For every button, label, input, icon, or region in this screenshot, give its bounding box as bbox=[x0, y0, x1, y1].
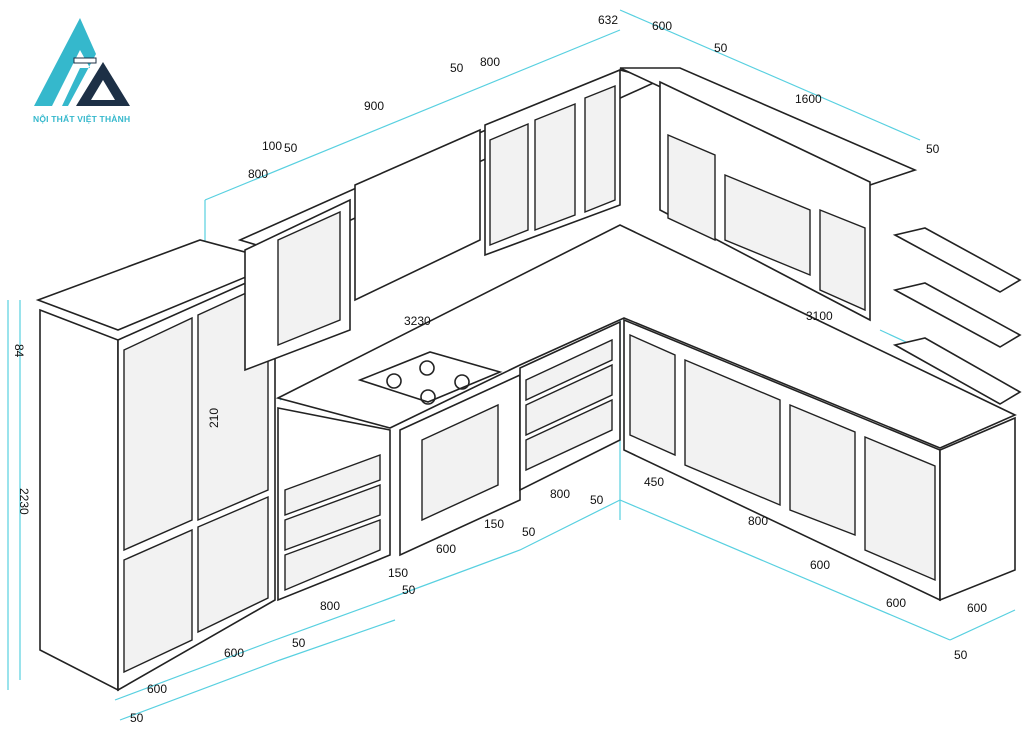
dim-label: 450 bbox=[644, 475, 664, 489]
dim-label: 50 bbox=[284, 141, 298, 155]
dim-label: 600 bbox=[436, 542, 456, 556]
dim-label: 50 bbox=[954, 648, 968, 662]
wall-cabinets-left bbox=[237, 68, 663, 372]
dim-label: 800 bbox=[480, 55, 500, 69]
dim-label: 600 bbox=[147, 682, 167, 696]
dim-label: 50 bbox=[926, 142, 940, 156]
dim-label: 84 bbox=[12, 344, 26, 358]
logo-mark bbox=[34, 18, 130, 106]
dim-label: 50 bbox=[590, 493, 604, 507]
cooktop bbox=[357, 351, 503, 403]
dim-label: 800 bbox=[320, 599, 340, 613]
dim-label: 800 bbox=[248, 167, 268, 181]
wall-shelves bbox=[892, 227, 1022, 405]
dim-label: 600 bbox=[652, 19, 672, 33]
base-cabinets-left bbox=[277, 320, 621, 602]
dim-label: 600 bbox=[224, 646, 244, 660]
dim-label: 600 bbox=[810, 558, 830, 572]
tall-cabinet bbox=[35, 239, 285, 692]
dim-label: 150 bbox=[484, 517, 504, 531]
dim-label: 632 bbox=[598, 13, 618, 27]
dim-label: 3100 bbox=[806, 309, 833, 323]
dim-label: 3230 bbox=[404, 314, 431, 328]
base-cabinets-right bbox=[623, 318, 1016, 602]
dimension-labels: 632 600 50 1600 50 800 50 900 100 50 800… bbox=[12, 13, 987, 725]
dim-label: 800 bbox=[748, 514, 768, 528]
dim-label: 150 bbox=[388, 566, 408, 580]
dim-label: 210 bbox=[207, 408, 221, 428]
dim-label: 50 bbox=[450, 61, 464, 75]
countertop bbox=[275, 224, 1017, 449]
dim-label: 50 bbox=[402, 583, 416, 597]
logo-brand-name: NỘI THẤT VIỆT THÀNH bbox=[33, 114, 131, 124]
dim-label: 600 bbox=[967, 601, 987, 615]
dim-label: 100 bbox=[262, 139, 282, 153]
dim-label: 800 bbox=[550, 487, 570, 501]
dim-label: 900 bbox=[364, 99, 384, 113]
dim-label: 50 bbox=[522, 525, 536, 539]
dim-label: 50 bbox=[714, 41, 728, 55]
dim-label: 50 bbox=[292, 636, 306, 650]
dim-label: 600 bbox=[886, 596, 906, 610]
range-hood bbox=[354, 128, 481, 302]
wall-cabinets-right bbox=[619, 67, 918, 322]
dim-label: 2230 bbox=[17, 488, 31, 515]
dim-label: 1600 bbox=[795, 92, 822, 106]
dim-label: 50 bbox=[130, 711, 144, 725]
